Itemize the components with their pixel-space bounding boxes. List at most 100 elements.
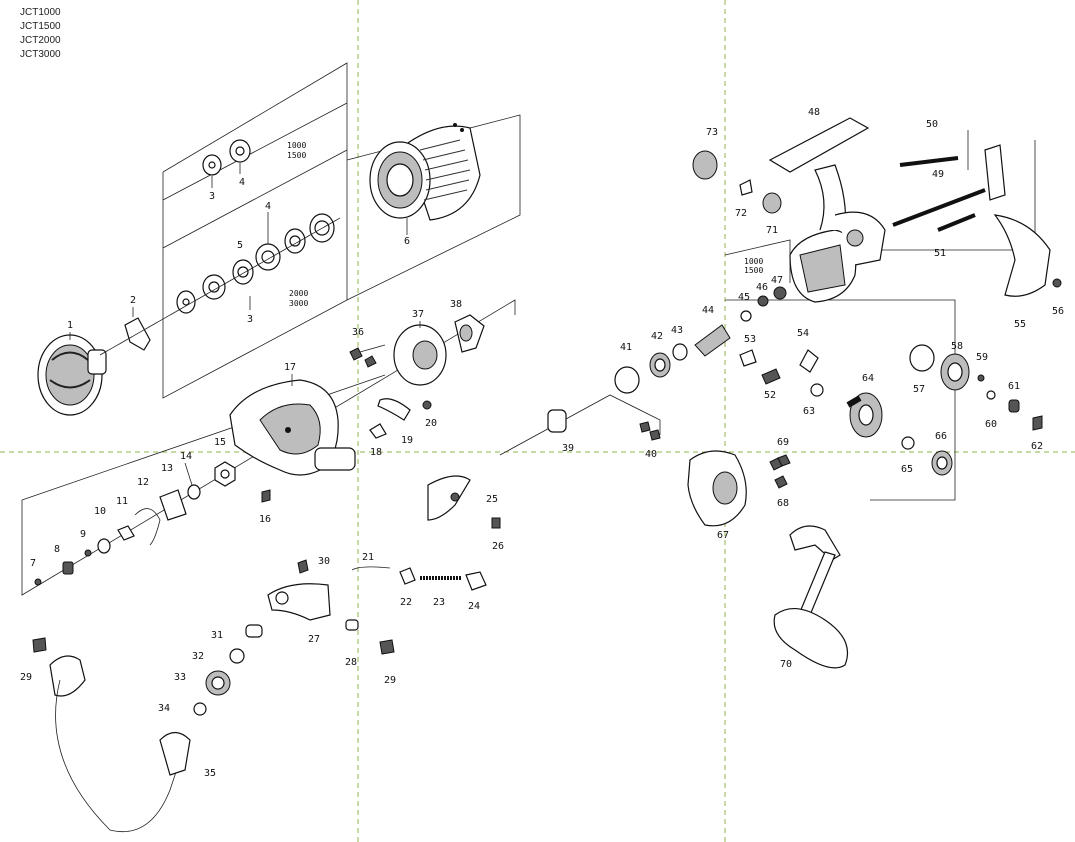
part-number-label: 44 <box>702 305 714 316</box>
diagram-shape <box>789 525 841 561</box>
part-number-label: 52 <box>764 390 776 401</box>
part-number-label: 61 <box>1008 381 1020 392</box>
note-1000: 1000 <box>287 141 306 150</box>
note-3000: 3000 <box>289 299 308 308</box>
note-body-1500: 1500 <box>744 266 763 275</box>
part-number-label: 29 <box>384 675 396 686</box>
drag-knob <box>37 334 107 416</box>
part-number-label: 49 <box>932 169 944 180</box>
part-52 <box>761 368 781 385</box>
ring-41 <box>614 366 640 394</box>
part-number-label: 46 <box>756 282 768 293</box>
part-60 <box>986 390 996 400</box>
note-1500: 1500 <box>287 151 306 160</box>
ring-65 <box>901 436 915 450</box>
diagram-shape <box>159 731 191 776</box>
part-number-label: 6 <box>404 236 410 247</box>
diagram-shape <box>289 235 301 247</box>
diagram-shape <box>386 163 414 197</box>
part-number-label: 50 <box>926 119 938 130</box>
note-2000: 2000 <box>289 289 308 298</box>
part-59 <box>977 374 985 382</box>
part-number-label: 17 <box>284 362 296 373</box>
part-number-label: 13 <box>161 463 173 474</box>
part-number-label: 2 <box>130 295 136 306</box>
part-number-label: 27 <box>308 634 320 645</box>
part-number-label: 24 <box>468 601 480 612</box>
part-number-label: 29 <box>20 672 32 683</box>
part-61 <box>1008 399 1020 413</box>
diagram-shape <box>261 250 275 264</box>
part-number-label: 4 <box>265 201 271 212</box>
screw-26 <box>491 517 501 529</box>
part-72 <box>739 179 753 196</box>
shaft-50 <box>899 156 959 167</box>
part-number-label: 55 <box>1014 319 1026 330</box>
part-22 <box>399 567 416 585</box>
diagram-shape <box>654 358 666 372</box>
bail-wire-35 <box>55 679 181 832</box>
diagram-shape <box>184 462 193 486</box>
diagram-shape <box>49 351 91 389</box>
part-number-label: 68 <box>777 498 789 509</box>
diagram-shape <box>799 551 836 616</box>
diagram-shape <box>208 281 220 293</box>
part-45 <box>740 310 752 322</box>
part-number-label: 40 <box>645 449 657 460</box>
part-number-label: 1 <box>67 320 73 331</box>
screw-69 <box>777 454 791 467</box>
diagram-shape <box>649 429 661 441</box>
part-number-label: 58 <box>951 341 963 352</box>
part-number-label: 65 <box>901 464 913 475</box>
part-number-label: 67 <box>717 530 729 541</box>
part-number-label: 19 <box>401 435 413 446</box>
diagram-shape <box>419 139 471 201</box>
part-number-label: 39 <box>562 443 574 454</box>
diagram-shape <box>858 404 874 426</box>
diagram-shape <box>314 447 356 471</box>
part-7 <box>34 578 42 586</box>
part-number-label: 16 <box>259 514 271 525</box>
part-number-label: 37 <box>412 309 424 320</box>
part-28 <box>345 619 359 631</box>
diagram-shape <box>712 471 738 505</box>
part-number-label: 56 <box>1052 306 1064 317</box>
part-number-label: 71 <box>766 225 778 236</box>
part-number-label: 4 <box>239 177 245 188</box>
diagram-shape <box>947 362 963 382</box>
part-number-label: 42 <box>651 331 663 342</box>
part-number-label: 48 <box>808 107 820 118</box>
part-number-label: 26 <box>492 541 504 552</box>
diagram-shape <box>639 421 651 433</box>
model-label-1: JCT1000 <box>20 7 61 18</box>
part-number-label: 18 <box>370 447 382 458</box>
part-number-label: 53 <box>744 334 756 345</box>
part-number-label: 10 <box>94 506 106 517</box>
ring-63 <box>810 383 824 397</box>
part-number-label: 31 <box>211 630 223 641</box>
part-number-label: 43 <box>671 325 683 336</box>
part-number-label: 23 <box>433 597 445 608</box>
part-number-label: 12 <box>137 477 149 488</box>
part-number-label: 33 <box>174 672 186 683</box>
diagram-shape <box>220 469 230 479</box>
part-number-label: 59 <box>976 352 988 363</box>
screw-36b <box>364 355 377 368</box>
shaft-51 <box>937 213 976 232</box>
diagram-shape <box>453 123 457 127</box>
part-number-label: 62 <box>1031 441 1043 452</box>
part-number-label: 51 <box>934 248 946 259</box>
body-group: 39 40 41 42 43 44 45 46 47 1000 1500 <box>499 107 1064 670</box>
part-number-label: 22 <box>400 597 412 608</box>
part-18 <box>369 423 387 439</box>
diagram-shape <box>799 244 846 293</box>
diagram-shape <box>285 427 291 433</box>
part-31 <box>245 624 263 638</box>
screw-36a <box>349 347 363 361</box>
oscillation-slide <box>984 144 1006 201</box>
part-46 <box>757 295 769 307</box>
diagram-shape <box>846 395 862 408</box>
shaft-49 <box>892 188 986 227</box>
